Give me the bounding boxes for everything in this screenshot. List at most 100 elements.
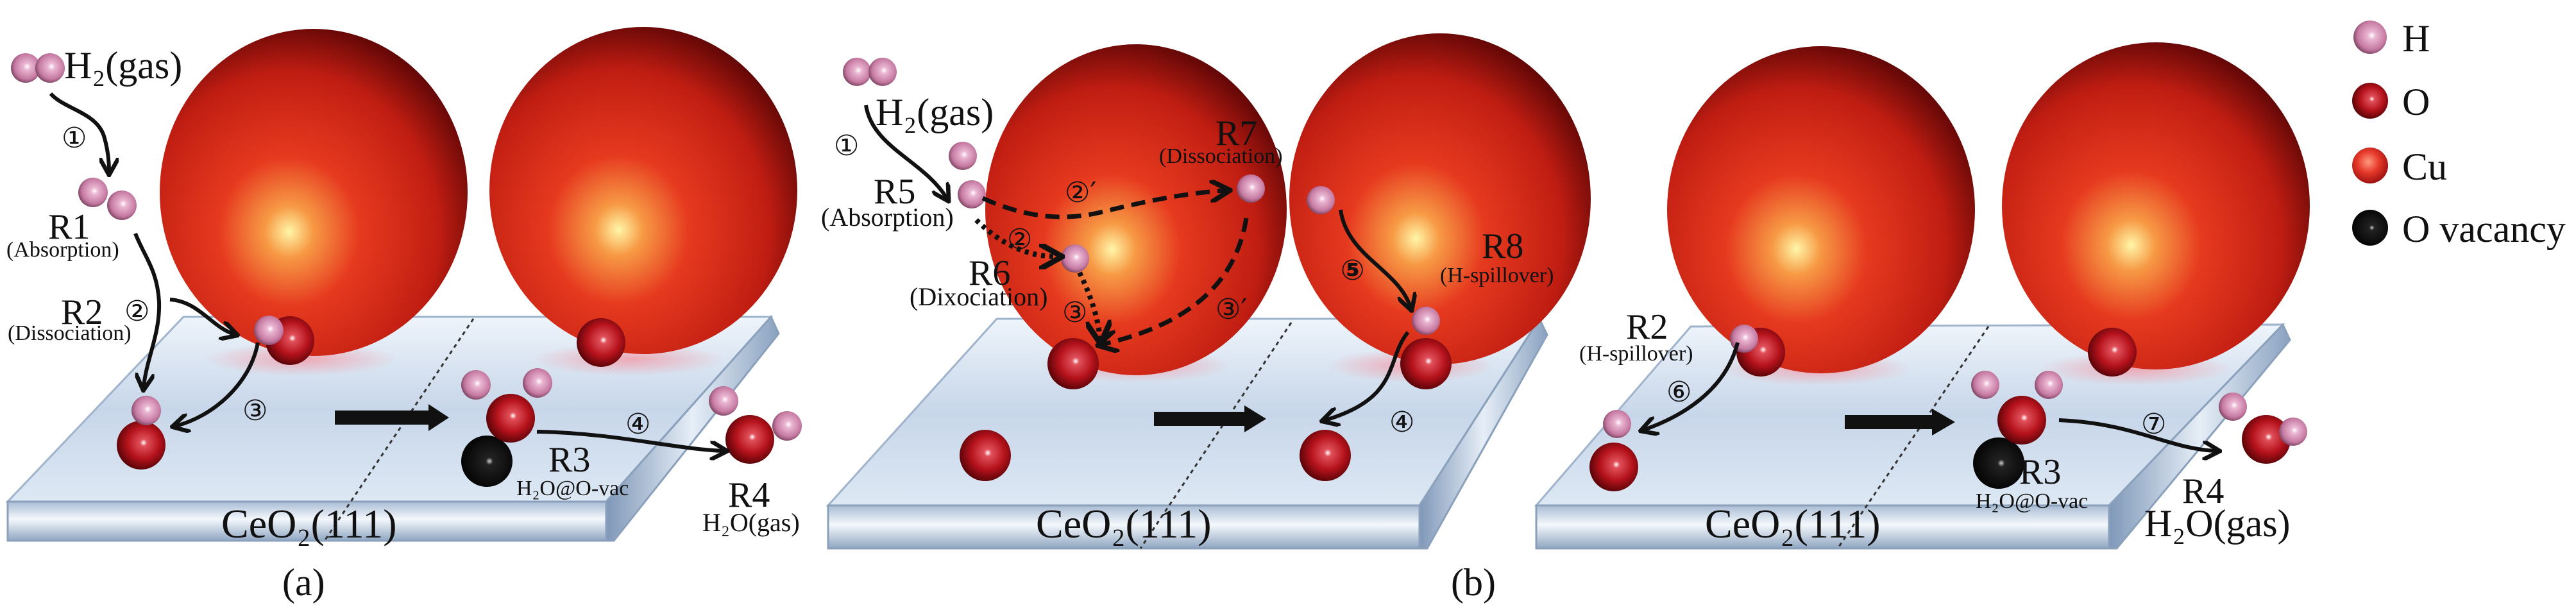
hydrogen-atom [107,191,137,220]
transition-arrow [1845,409,1955,436]
step4-arrow [536,430,724,451]
oxygen-atom [1997,396,2046,445]
panel-a: H₂(gas) ① R1 (Absorption) R2 ② (Dissocia… [5,27,802,604]
legend-label: Cu [2402,146,2447,188]
step-3-label: ③ [1062,296,1087,329]
oxygen-atom [1400,338,1452,389]
step3-arrow [176,342,260,426]
divider-line [1139,322,1292,549]
r4-label: R4 [2182,471,2224,511]
legend-item-cu: Cu [2352,146,2447,188]
r2-description: (H-spillover) [1579,342,1693,366]
step3-prime-arrow [1102,217,1249,344]
legend-label: O [2402,81,2430,123]
transition-arrow [1154,405,1266,432]
hydrogen-atom [1603,410,1631,438]
legend-item-h: H [2353,17,2430,60]
step5-arrow [1339,209,1411,307]
r3-label: R3 [2019,452,2061,492]
r8-description: (H-spillover) [1440,264,1554,287]
step6-arrow [1644,342,1740,430]
r5-description: (Absorption) [821,203,954,232]
panel-b: H₂(gas) ① R5 (Absorption) ②′ R7 (Dissoci… [821,33,1591,604]
step2-arrow [133,232,162,387]
hydrogen-atom [523,368,552,398]
substrate-label: CeO₂(111) [221,501,397,546]
step7-arrow [2058,418,2216,451]
legend-label: O vacancy [2402,208,2566,250]
step-1-label: ① [834,130,859,162]
r1-label: R1 [48,207,90,247]
hydrogen-atom [949,142,977,170]
cu-nanoparticle [1667,46,1975,373]
step-4-label: ④ [625,408,650,441]
step3-arrow [1077,271,1100,339]
step4-arrow [1325,331,1410,420]
hydrogen-atom [869,58,897,86]
oxygen-vacancy [1973,437,2024,489]
hydrogen-atom [1971,371,1999,399]
substrate-label: CeO₂(111) [1705,501,1881,546]
panel-b-caption: (b) [1451,561,1496,604]
cu-nanoparticle [2002,42,2310,369]
r2-description: (Dissociation) [8,321,131,345]
hydrogen-atom [2279,418,2307,446]
r4-label: R4 [728,475,770,515]
r6-label: R6 [969,253,1010,293]
step-1-label: ① [62,122,87,155]
oxygen-atom-icon [2352,83,2388,119]
step-3-prime-label: ③′ [1216,293,1247,326]
substrate-label: CeO₂(111) [1036,501,1212,546]
oxygen-atom [486,394,535,443]
r2-label: R2 [1626,307,1668,347]
oxygen-vacancy [461,436,513,487]
hydrogen-atom [78,178,108,207]
step2-branch-arrow [169,298,234,334]
r3-description: H₂O@O-vac [1976,489,2088,513]
hydrogen-atom [11,53,40,83]
hydrogen-atom [35,53,65,83]
legend-item-o: O [2352,81,2430,123]
r3-label: R3 [548,440,590,480]
r8-label: R8 [1482,226,1523,266]
cu-nanoparticle [160,29,468,356]
h2-gas-label: H₂(gas) [64,44,182,87]
r7-label: R7 [1216,114,1257,153]
hydrogen-atom [1307,186,1335,214]
hydrogen-atom [2219,393,2247,421]
oxygen-atom [960,430,1011,481]
hydrogen-atom [772,411,802,441]
divider-line [1836,326,1990,549]
hydrogen-atom [1061,244,1089,273]
panel-a-caption: (a) [282,561,325,604]
cu-nanoparticle [489,27,797,354]
step2-arrow [974,218,1057,257]
hydrogen-atom [709,386,738,416]
r3-description: H₂O@O-vac [516,477,629,500]
transition-arrow [335,404,449,431]
step-6-label: ⑥ [1666,376,1691,409]
step-7-label: ⑦ [2141,408,2166,441]
cu-nanoparticle [1289,33,1591,364]
r2-label: R2 [61,292,103,332]
step1-arrow [864,105,947,198]
step1-arrow [49,92,109,171]
hydrogen-atom [131,396,161,425]
hydrogen-atom [1412,307,1440,335]
cu-nanoparticle [985,44,1287,375]
step-2-prime-label: ②′ [1065,176,1096,209]
r6-description: (Dixociation) [910,282,1048,311]
hydrogen-atom [843,58,871,86]
legend-label: H [2402,17,2430,60]
panel-c: R2 (H-spillover) ⑥ ⑦ R3 H₂O@O-vac R4 H₂O… [1534,42,2310,550]
oxygen-atom [117,421,165,470]
step-2-label: ② [124,295,149,328]
r1-description: (Absorption) [6,238,119,262]
hydrogen-atom [461,370,491,400]
r5-label: R5 [874,172,915,212]
hydrogen-atom-icon [2353,21,2387,54]
oxygen-atom [2088,328,2137,377]
oxygen-atom [1589,443,1638,491]
r4-description: H₂O(gas) [702,508,800,537]
legend: H O Cu O vacancy [2352,17,2566,250]
